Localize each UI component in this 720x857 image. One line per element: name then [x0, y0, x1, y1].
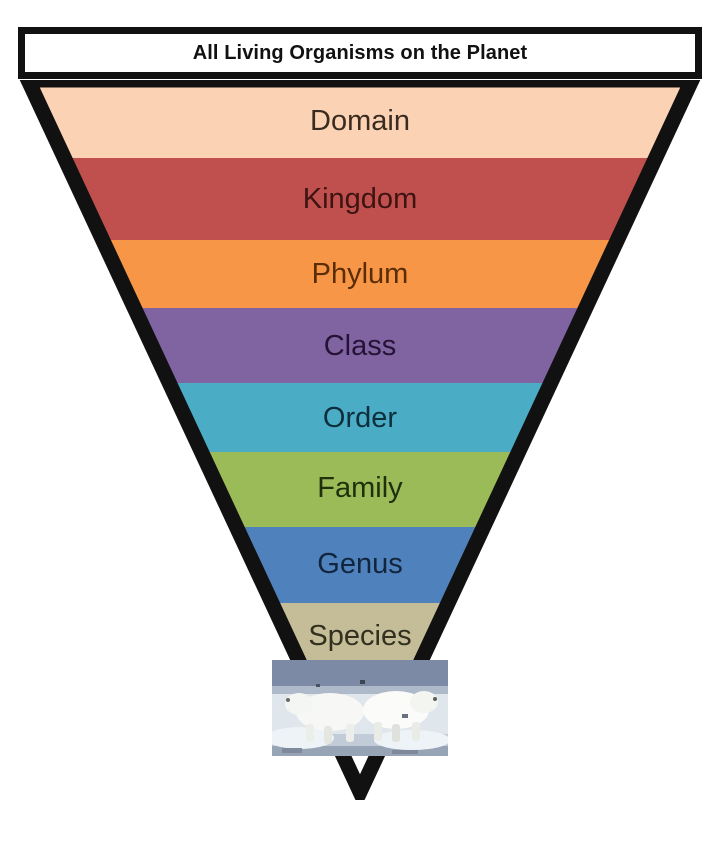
band-domain: [28, 80, 692, 158]
band-family: [28, 452, 692, 527]
band-class: [28, 308, 692, 383]
header-banner: All Living Organisms on the Planet: [18, 27, 702, 79]
page-title: All Living Organisms on the Planet: [192, 41, 528, 64]
funnel-outline: [19, 80, 701, 800]
polar-bear-photo-svg: [272, 660, 448, 756]
band-phylum: [28, 240, 692, 308]
polar-bear-photo: [272, 660, 448, 756]
band-order: [28, 383, 692, 452]
funnel-bands: [28, 80, 692, 683]
band-genus: [28, 527, 692, 603]
band-kingdom: [28, 158, 692, 240]
